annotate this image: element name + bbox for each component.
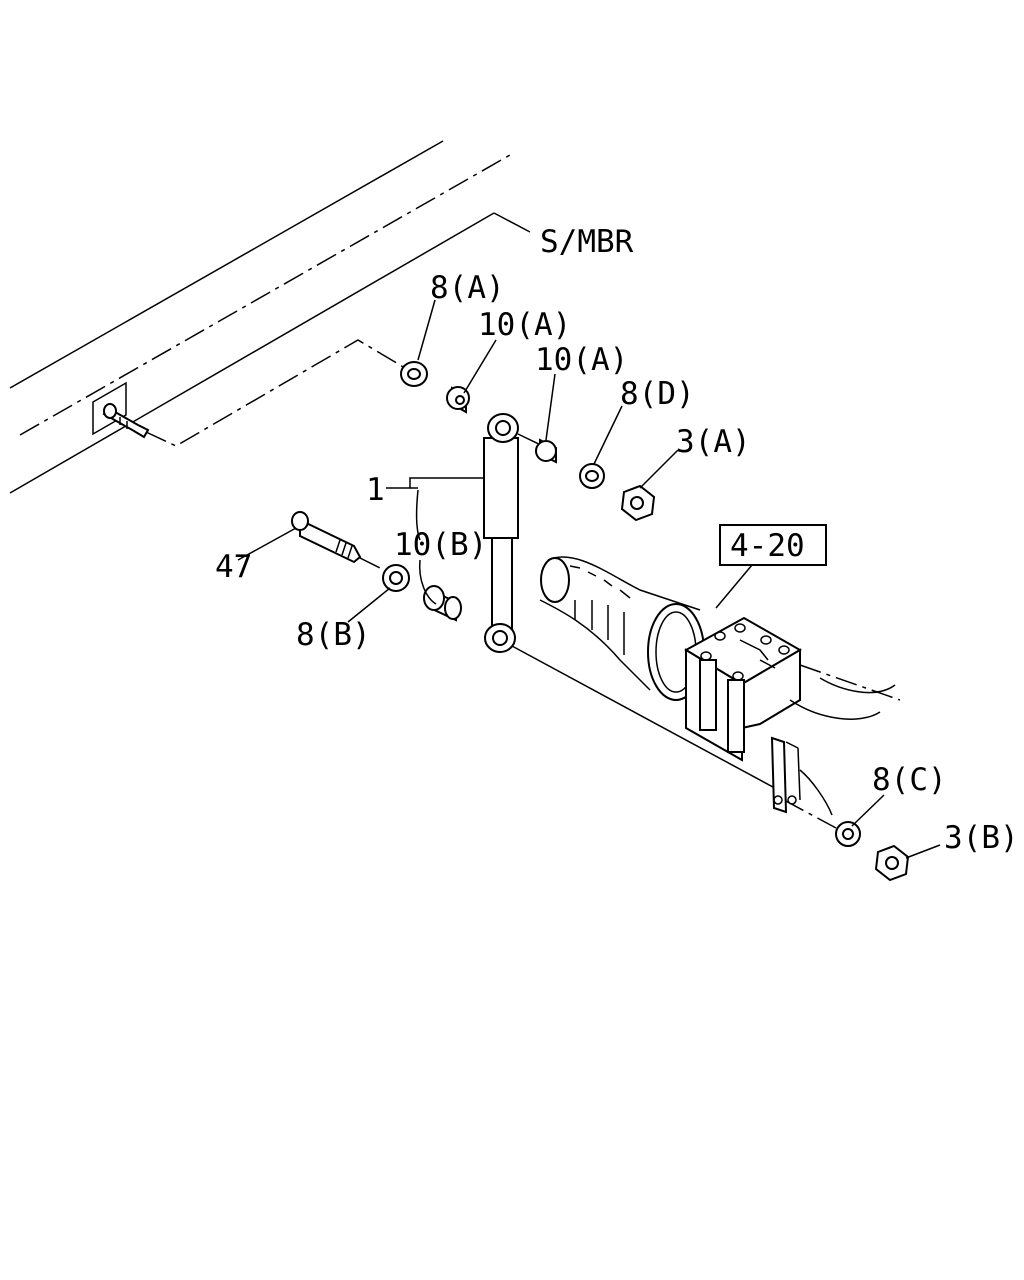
label-47: 47 [215,549,252,585]
label-8a: 8(A) [430,270,505,306]
bolt-47 [291,511,362,564]
label-8c: 8(C) [872,762,947,798]
label-4-20: 4-20 [730,528,805,564]
ref-box-4-20 [719,524,827,566]
label-8d: 8(D) [620,376,695,412]
label-1: 1 [366,472,385,508]
label-8b: 8(B) [296,617,371,653]
label-10b: 10(B) [394,527,487,563]
leader-lines [237,299,941,859]
washer-8a [400,361,428,387]
shock-absorber [483,413,519,653]
nut-3b [874,844,910,882]
bushing-10a-upper-2 [535,438,557,464]
washer-8c [835,821,861,847]
lower-bracket [770,736,833,816]
label-10a-2: 10(A) [535,342,628,378]
bushing-10b [423,585,462,622]
washer-8b [382,564,410,592]
label-3a: 3(A) [676,424,751,460]
frame-bracket [92,381,150,439]
side-member-frame [9,140,531,494]
label-10a-1: 10(A) [478,307,571,343]
washer-8d [579,463,605,489]
label-3b: 3(B) [944,820,1019,856]
bushing-10a-upper-1 [446,386,470,414]
axle-housing [539,556,901,762]
label-s-mbr: S/MBR [540,224,634,260]
nut-3a [620,484,656,522]
